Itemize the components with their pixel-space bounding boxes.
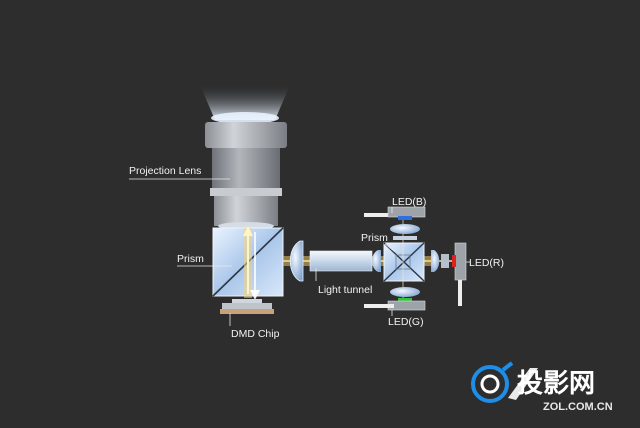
label-light-tunnel: Light tunnel bbox=[318, 284, 372, 296]
label-led-g: LED(G) bbox=[388, 316, 424, 328]
label-projection-lens: Projection Lens bbox=[129, 165, 201, 177]
leader-prism-small bbox=[384, 243, 396, 253]
watermark-brand: 投影网 bbox=[517, 368, 595, 398]
light-tunnel bbox=[309, 250, 373, 272]
dmd-chip bbox=[220, 299, 274, 314]
watermark-site: ZOL.COM.CN bbox=[543, 401, 613, 413]
label-led-r: LED(R) bbox=[469, 257, 504, 269]
lens-front-glow bbox=[211, 112, 279, 124]
led-g bbox=[364, 287, 426, 311]
projection-lens bbox=[205, 122, 287, 230]
projected-light-cone bbox=[200, 85, 290, 120]
label-led-b: LED(B) bbox=[392, 196, 426, 208]
watermark-logo: 投影网 ZOL.COM.CN bbox=[471, 361, 613, 413]
prism-light-paths bbox=[243, 226, 260, 300]
led-r bbox=[452, 242, 467, 306]
label-prism-small: Prism bbox=[361, 232, 388, 244]
relay-lens-right bbox=[431, 250, 440, 272]
led-b bbox=[364, 206, 426, 240]
relay-lens-left bbox=[372, 250, 381, 272]
label-prism-main: Prism bbox=[177, 253, 204, 265]
label-dmd-chip: DMD Chip bbox=[231, 328, 280, 340]
condenser-lens bbox=[289, 240, 304, 282]
